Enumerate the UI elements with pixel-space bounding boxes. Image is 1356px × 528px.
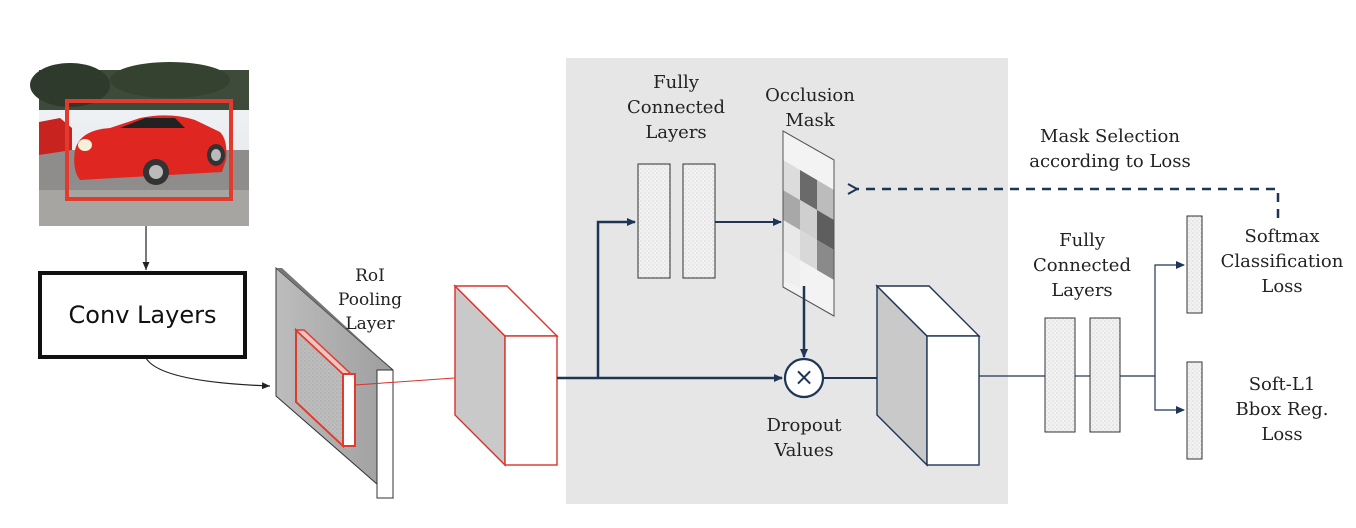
fc-layers-right-label: Fully Connected Layers [1033,230,1131,301]
dropped-feature-block [875,284,981,467]
softmax-loss-label: Softmax Classification Loss [1220,226,1344,297]
occlusion-mask-label: Occlusion Mask [765,85,855,131]
fc-to-bbox-arrow [1154,376,1185,414]
mask-selection-feedback [856,189,1280,218]
softmax-output-layer [1186,215,1203,314]
occlusion-mask [782,130,835,317]
fc-layer-top-1 [637,163,671,279]
roi-pooling-label: RoI Pooling Layer [338,266,402,334]
conv-layers-box [38,271,247,359]
roi-pooling-layer [275,266,394,500]
bbox-output-layer [1186,361,1203,460]
fc-layer-right-2 [1089,317,1121,433]
car-photo-icon [30,62,249,226]
conv-layers-label: Conv Layers [68,301,217,329]
mask-selection-label: Mask Selection according to Loss [1029,126,1191,172]
fc-layer-top-2 [682,163,716,279]
multiply-symbol: × [793,363,815,391]
fc-layers-top-label: Fully Connected Layers [627,72,725,143]
feature-to-fc-branch [596,218,636,378]
fc-layer-right-1 [1044,317,1076,433]
conv-to-roi-arrow [145,357,271,390]
fc-to-softmax-arrow [1154,261,1185,376]
softl1-loss-label: Soft-L1 Bbox Reg. Loss [1235,374,1329,445]
roi-feature-block [453,284,559,467]
dropout-values-label: Dropout Values [766,415,842,461]
